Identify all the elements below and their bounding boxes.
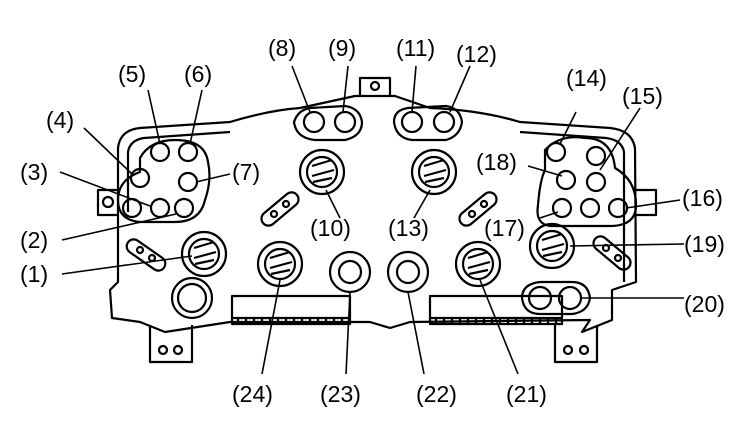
label-5: (5) [118, 61, 146, 87]
label-15: (15) [622, 83, 663, 109]
label-21: (21) [506, 381, 547, 407]
label-19: (19) [684, 231, 725, 257]
label-23: (23) [320, 381, 361, 407]
label-24: (24) [232, 381, 273, 407]
label-6: (6) [184, 61, 212, 87]
slot-boss-center-right [458, 191, 498, 227]
label-17: (17) [484, 215, 525, 241]
socket-pair-20 [520, 280, 592, 316]
bottom-left-bracket [148, 325, 194, 364]
socket-pair-11-12 [392, 104, 464, 142]
bulb-socket-24 [256, 240, 304, 288]
label-3: (3) [20, 159, 48, 185]
leader-lines [59, 65, 685, 375]
label-14: (14) [566, 65, 607, 91]
socket-pair-8-9 [292, 104, 364, 142]
label-22: (22) [416, 381, 457, 407]
label-12: (12) [456, 41, 497, 67]
ring-socket-bottom-left [170, 276, 214, 320]
right-side-tab [636, 188, 658, 217]
label-16: (16) [682, 185, 723, 211]
left-side-tab [96, 188, 118, 217]
label-7: (7) [232, 159, 260, 185]
ring-socket-23 [328, 250, 372, 294]
label-9: (9) [328, 35, 356, 61]
label-4: (4) [46, 107, 74, 133]
slot-boss-right [592, 235, 632, 271]
slot-boss-center-left [260, 191, 300, 227]
bulb-socket-21 [454, 240, 502, 288]
label-1: (1) [20, 261, 48, 287]
label-10: (10) [310, 215, 351, 241]
label-11: (11) [396, 35, 435, 61]
label-20: (20) [684, 291, 725, 317]
label-2: (2) [20, 227, 48, 253]
bulb-socket-10 [298, 148, 346, 196]
top-clip [358, 76, 392, 96]
slot-boss-left [125, 238, 167, 272]
right-socket-cluster [536, 136, 638, 228]
left-socket-cluster [116, 138, 211, 224]
bulb-socket-1 [180, 230, 228, 278]
label-8: (8) [268, 35, 296, 61]
bottom-left-connector-strip [230, 294, 352, 326]
bulb-socket-19 [528, 222, 576, 270]
label-18: (18) [476, 149, 517, 175]
ring-socket-22 [386, 250, 430, 294]
cluster-housing [108, 94, 638, 334]
label-13: (13) [388, 215, 429, 241]
callout-labels: (1) (2) (3) (4) (5) (6) (7) (8) (9) (10)… [20, 35, 725, 407]
bulb-socket-13 [410, 148, 458, 196]
bottom-right-bracket [553, 325, 599, 364]
